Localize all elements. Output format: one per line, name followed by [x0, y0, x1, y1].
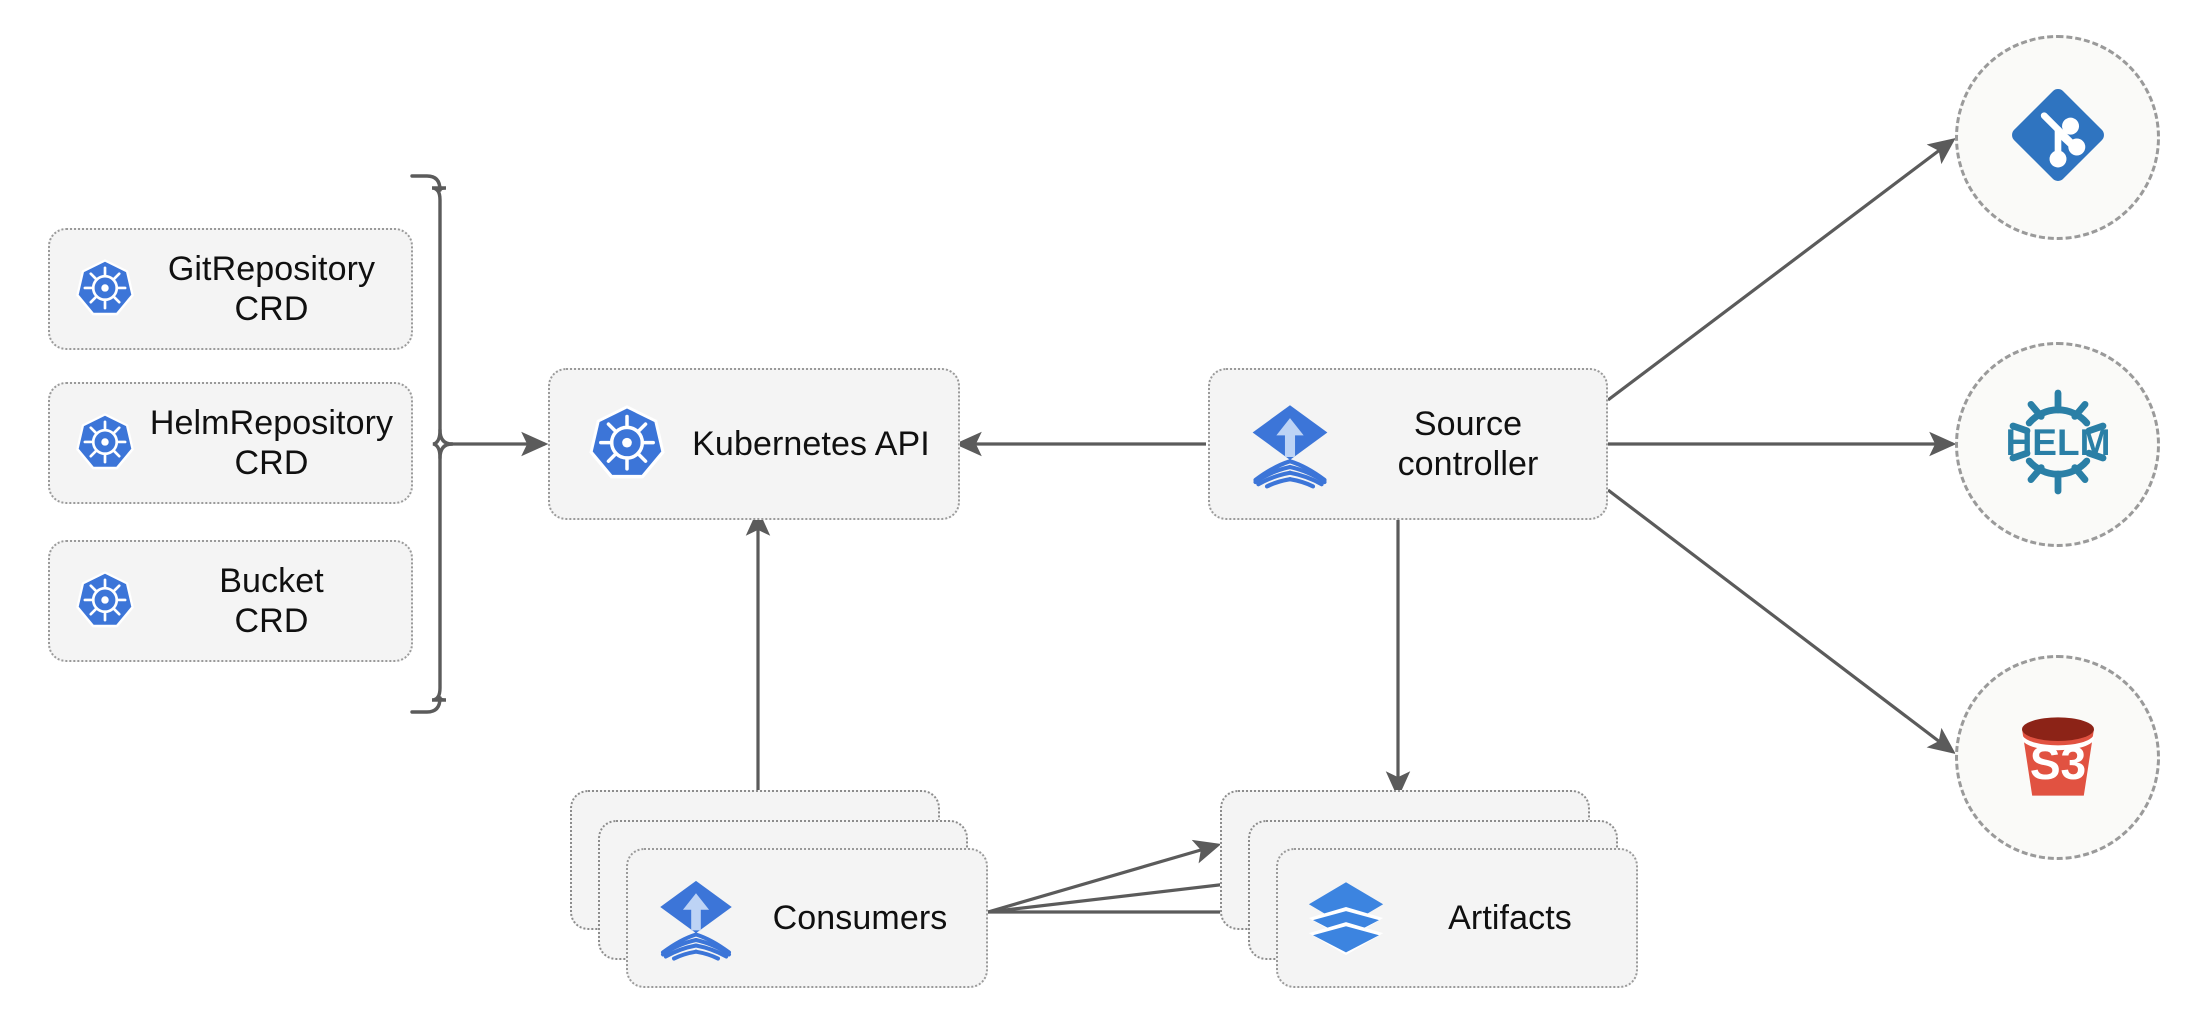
- edge-consumers-to-artifacts-back: [987, 839, 1222, 914]
- kubernetes-api-label: Kubernetes API: [692, 424, 930, 463]
- s3-target[interactable]: S3: [1955, 655, 2160, 860]
- crd-box-helmrepository[interactable]: HelmRepository CRD: [48, 382, 413, 504]
- consumers-node[interactable]: Consumers: [626, 848, 988, 988]
- artifacts-node[interactable]: Artifacts: [1276, 848, 1638, 988]
- source-controller-label: Source controller: [1397, 404, 1539, 483]
- crd-group-bracket: [410, 174, 454, 714]
- source-controller-node[interactable]: Source controller: [1208, 368, 1608, 520]
- edge-source-to-git: [1607, 137, 1956, 402]
- helm-icon: HELM: [1994, 378, 2122, 511]
- kubernetes-icon: [72, 410, 138, 476]
- crd-label: GitRepository CRD: [167, 249, 376, 328]
- svg-text:HELM: HELM: [2005, 422, 2110, 463]
- artifacts-label: Artifacts: [1448, 898, 1572, 937]
- flux-icon: [1244, 398, 1336, 490]
- git-target[interactable]: [1955, 35, 2160, 240]
- svg-text:S3: S3: [2029, 737, 2085, 789]
- edge-source-to-s3: [1607, 488, 1956, 755]
- helm-target[interactable]: HELM: [1955, 342, 2160, 547]
- crd-box-bucket[interactable]: Bucket CRD: [48, 540, 413, 662]
- git-icon: [1999, 76, 2117, 199]
- flux-icon: [652, 874, 740, 962]
- kubernetes-icon: [584, 401, 670, 487]
- kubernetes-api-node[interactable]: Kubernetes API: [548, 368, 960, 520]
- s3-icon: S3: [1999, 696, 2117, 819]
- layers-icon: [1302, 874, 1390, 962]
- crd-box-gitrepository[interactable]: GitRepository CRD: [48, 228, 413, 350]
- crd-label: Bucket CRD: [219, 561, 324, 640]
- kubernetes-icon: [72, 256, 138, 322]
- edge-consumers-to-artifacts-mid: [987, 871, 1257, 914]
- crd-label: HelmRepository CRD: [149, 403, 394, 482]
- consumers-label: Consumers: [772, 898, 948, 937]
- kubernetes-icon: [72, 568, 138, 634]
